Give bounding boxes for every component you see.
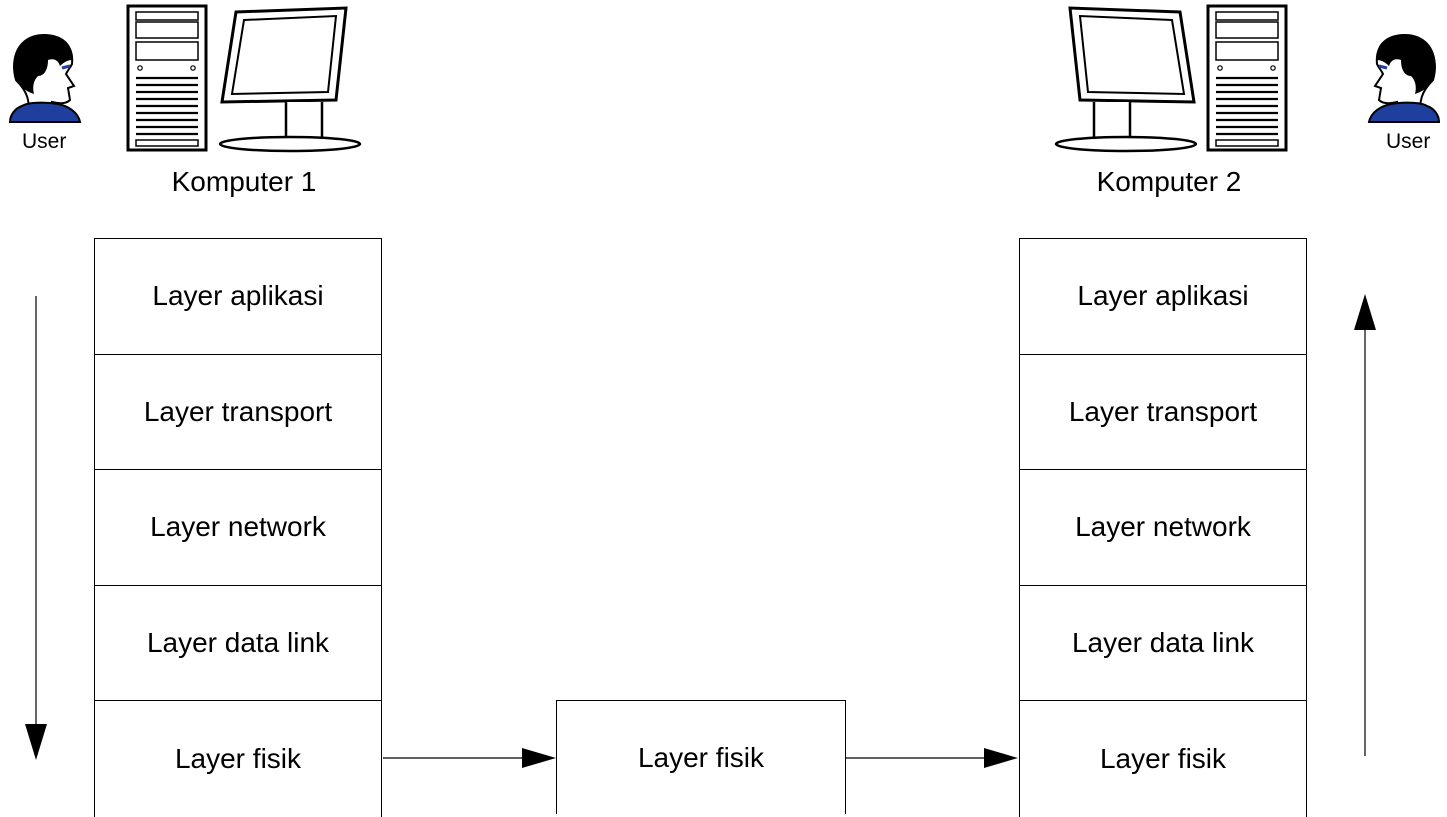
left-layer-network: Layer network [95,470,381,586]
right-layer-fisik: Layer fisik [1099,742,1227,774]
computer-tower-icon [126,4,208,152]
left-user-label: User [22,130,67,153]
left-layer-transport: Layer transport [95,355,381,470]
up-arrow [1354,294,1376,756]
left-layer-aplikasi: Layer aplikasi [95,239,381,355]
computer-tower-icon [1206,4,1288,152]
right-computer-label: Komputer 2 [1096,166,1242,197]
right-layer-stack: Layer aplikasi Layer transport Layer net… [1019,238,1307,817]
right-layer-network: Layer network [1020,470,1306,586]
arrow-middle-to-right [846,748,1018,768]
user-icon [8,34,82,123]
right-layer-aplikasi: Layer aplikasi [1020,239,1306,355]
right-user-label: User [1386,130,1431,153]
left-computer-label: Komputer 1 [171,166,317,197]
user-icon [1367,34,1441,123]
left-layer-fisik: Layer fisik [174,742,302,774]
left-layer-data-link: Layer data link [95,586,381,701]
left-layer-stack: Layer aplikasi Layer transport Layer net… [94,238,382,817]
down-arrow [25,296,47,760]
right-layer-data-link: Layer data link [1020,586,1306,701]
monitor-icon [1054,6,1198,153]
arrow-left-to-middle [383,748,556,768]
monitor-icon [218,6,362,153]
middle-layer-fisik: Layer fisik [556,700,846,814]
right-layer-transport: Layer transport [1020,355,1306,470]
